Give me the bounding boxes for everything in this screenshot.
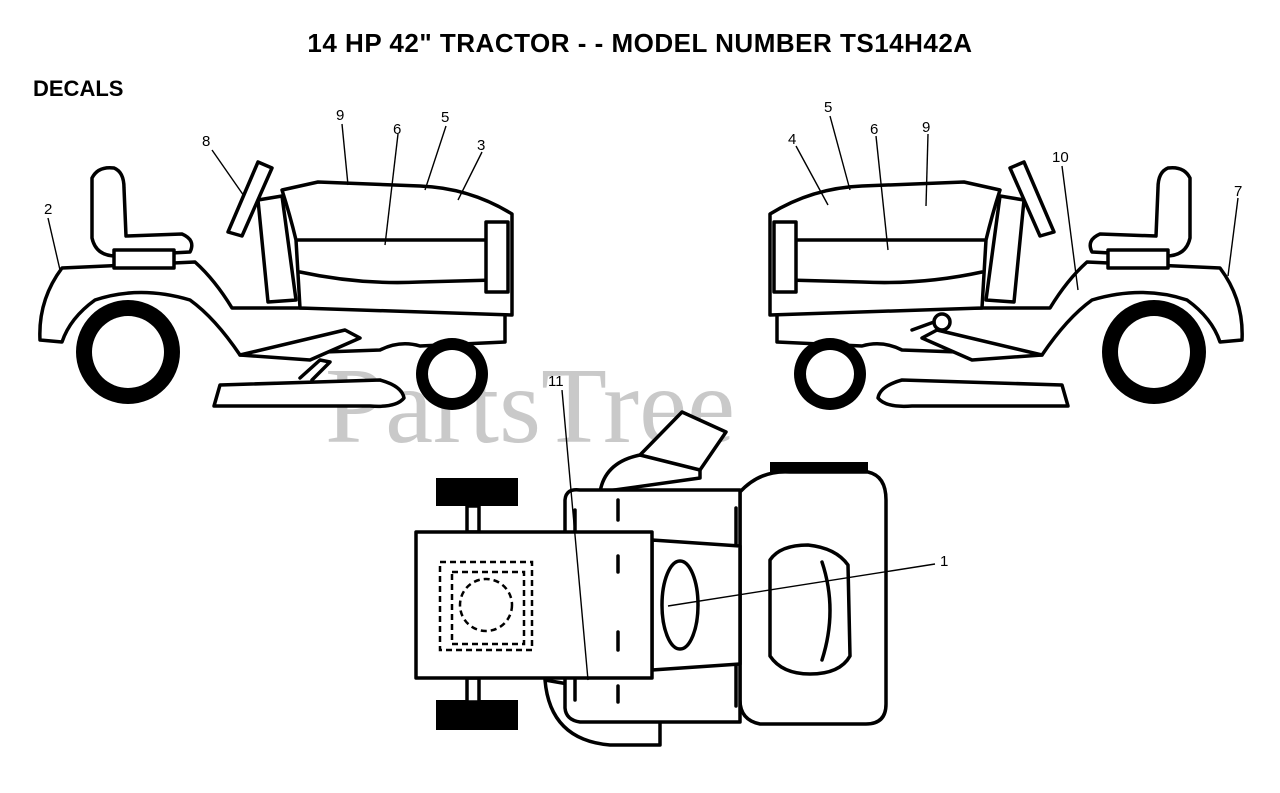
seat-back-line bbox=[820, 560, 832, 662]
callout-5-right: 5 bbox=[824, 99, 832, 116]
dash-tower bbox=[256, 194, 298, 304]
leader-5-right bbox=[829, 115, 851, 191]
leader-2 bbox=[47, 217, 61, 271]
leader-7 bbox=[1227, 197, 1239, 277]
tractor-top-view bbox=[414, 410, 888, 747]
front-wheel-hub bbox=[806, 350, 854, 398]
leader-5-left bbox=[424, 125, 447, 191]
callout-3: 3 bbox=[477, 137, 485, 154]
callout-10: 10 bbox=[1052, 149, 1069, 166]
callout-1: 1 bbox=[940, 553, 948, 570]
hood-side-line bbox=[298, 270, 497, 285]
section-label: DECALS bbox=[33, 76, 124, 101]
seat-base bbox=[112, 248, 176, 270]
callout-8: 8 bbox=[202, 133, 210, 150]
page-title: 14 HP 42" TRACTOR - - MODEL NUMBER TS14H… bbox=[307, 28, 973, 58]
callout-11: 11 bbox=[548, 373, 564, 390]
grille bbox=[772, 220, 798, 294]
hood-panel bbox=[638, 410, 728, 472]
seat-base bbox=[1106, 248, 1170, 270]
leader-10 bbox=[1061, 165, 1079, 291]
callout-labels: 2 8 9 6 5 3 4 5 6 9 10 7 11 1 bbox=[44, 99, 1242, 570]
hood-side-line bbox=[785, 270, 984, 285]
seat-top bbox=[768, 543, 852, 676]
key-shaft bbox=[910, 320, 936, 332]
hood bbox=[768, 180, 1002, 317]
leader-9-left bbox=[341, 123, 349, 186]
footrest bbox=[238, 328, 362, 362]
rear-wheel-hub bbox=[92, 316, 164, 388]
mower-deck bbox=[212, 378, 406, 409]
front-left-wheel bbox=[436, 478, 518, 506]
callout-2: 2 bbox=[44, 201, 52, 218]
leader-4 bbox=[795, 145, 829, 206]
battery-inner-outline bbox=[450, 570, 526, 646]
callout-7: 7 bbox=[1234, 183, 1242, 200]
axle-bottom bbox=[465, 676, 481, 704]
footrest bbox=[920, 328, 1044, 362]
grille bbox=[484, 220, 510, 294]
steering-wheel-top bbox=[660, 559, 700, 651]
seat bbox=[1088, 165, 1192, 258]
leader-1 bbox=[667, 563, 936, 607]
leader-3 bbox=[457, 151, 483, 201]
deck-hanger bbox=[298, 358, 332, 382]
tractor-right-view bbox=[768, 160, 1244, 410]
callout-4: 4 bbox=[788, 131, 796, 148]
leader-8 bbox=[211, 149, 245, 197]
leader-6-left bbox=[384, 133, 399, 246]
leader-11 bbox=[561, 389, 589, 681]
front-hood bbox=[414, 530, 654, 680]
axle-top bbox=[465, 504, 481, 534]
front-wheel-hub bbox=[428, 350, 476, 398]
callout-9-left: 9 bbox=[336, 107, 344, 124]
steering-wheel bbox=[1008, 160, 1056, 238]
callout-6-left: 6 bbox=[393, 121, 401, 138]
front-right-wheel bbox=[436, 700, 518, 730]
mower-deck bbox=[876, 378, 1070, 409]
seat bbox=[90, 165, 194, 258]
steering-wheel bbox=[226, 160, 274, 238]
rear-wheel-hub bbox=[1118, 316, 1190, 388]
dash-tower bbox=[984, 194, 1026, 304]
battery-outline bbox=[438, 560, 534, 652]
leader-9-right bbox=[925, 133, 929, 207]
callout-6-right: 6 bbox=[870, 121, 878, 138]
callout-9-right: 9 bbox=[922, 119, 930, 136]
fuel-cap-outline bbox=[458, 577, 514, 633]
leader-6-right bbox=[875, 135, 889, 251]
callout-5-left: 5 bbox=[441, 109, 449, 126]
key-icon bbox=[932, 312, 952, 332]
leader-lines bbox=[47, 115, 1239, 681]
tractor-left-view bbox=[38, 160, 514, 410]
hood bbox=[280, 180, 514, 317]
